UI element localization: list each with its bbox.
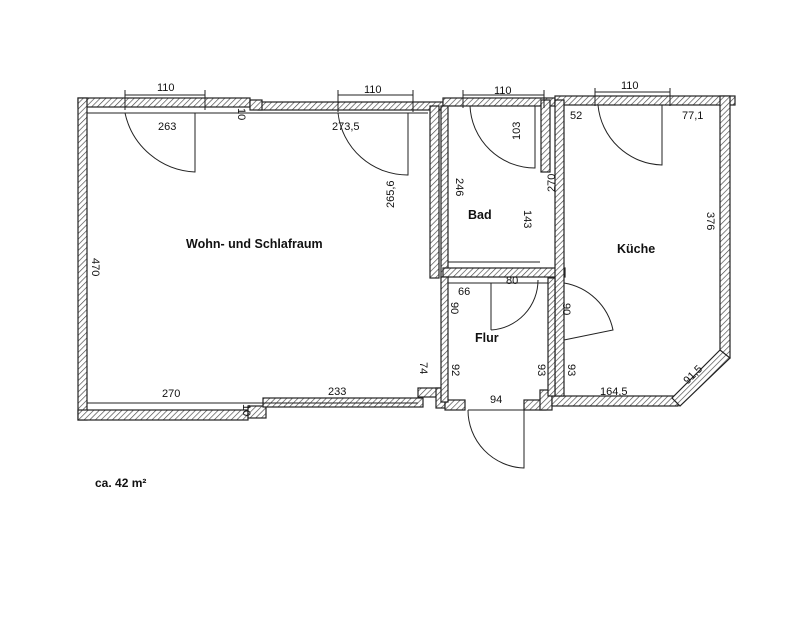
dim-233: 233 xyxy=(328,386,346,398)
dim-273-5: 273,5 xyxy=(332,121,360,133)
windows xyxy=(124,88,671,112)
door-swing-bath xyxy=(469,105,536,169)
dim-66: 66 xyxy=(458,286,470,298)
dim-143: 143 xyxy=(521,210,533,228)
dim-246: 246 xyxy=(453,178,465,196)
door-swing-living-2 xyxy=(337,112,413,176)
door-swing-entrance xyxy=(467,409,525,469)
dim-94: 94 xyxy=(490,394,502,406)
dim-window-3: 110 xyxy=(494,85,512,97)
room-label-bad: Bad xyxy=(468,208,492,222)
door-swing-flur-bath xyxy=(490,279,539,331)
doors xyxy=(124,104,665,469)
dim-10-top: 10 xyxy=(235,108,247,120)
dim-92: 92 xyxy=(449,364,461,376)
dim-90-b: 90 xyxy=(560,303,572,315)
interior-walls xyxy=(429,99,566,403)
dim-164-5: 164,5 xyxy=(600,386,628,398)
dim-470: 470 xyxy=(89,258,101,276)
dim-window-2: 110 xyxy=(364,84,382,96)
dim-window-1: 110 xyxy=(157,82,175,94)
dim-263: 263 xyxy=(158,121,176,133)
room-label-wohn: Wohn- und Schlafraum xyxy=(186,237,323,251)
dim-270-v: 270 xyxy=(546,174,558,192)
exterior-walls xyxy=(77,95,736,421)
dim-93-b: 93 xyxy=(565,364,577,376)
room-label-kueche: Küche xyxy=(617,242,655,256)
door-swing-kitchen xyxy=(596,104,665,166)
door-swing-living-1 xyxy=(124,112,205,173)
dim-10-bottom: 10 xyxy=(240,404,252,416)
dim-77-1: 77,1 xyxy=(682,110,703,122)
room-label-flur: Flur xyxy=(475,331,499,345)
dim-74: 74 xyxy=(417,362,429,374)
dim-103: 103 xyxy=(511,122,523,140)
dim-265-6: 265,6 xyxy=(385,180,397,208)
room-labels: Wohn- und Schlafraum Bad Küche Flur xyxy=(186,208,655,345)
dim-93-a: 93 xyxy=(535,364,547,376)
area-label: ca. 42 m² xyxy=(95,476,147,490)
dim-376: 376 xyxy=(704,212,716,230)
door-swing-kitchen-side xyxy=(563,282,614,341)
dim-270-h: 270 xyxy=(162,388,180,400)
dim-52: 52 xyxy=(570,110,582,122)
dim-90-a: 90 xyxy=(448,302,460,314)
dim-80: 80 xyxy=(506,275,518,287)
dim-window-4: 110 xyxy=(621,80,639,92)
